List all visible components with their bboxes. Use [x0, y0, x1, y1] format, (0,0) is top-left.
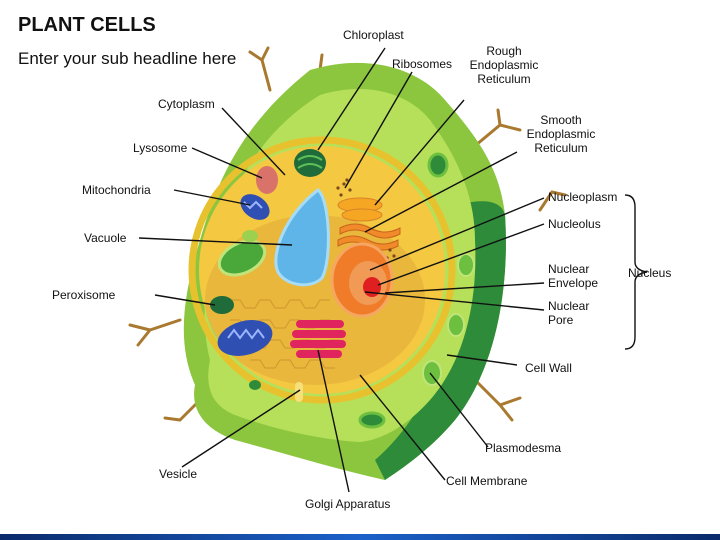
vacuole [274, 188, 330, 287]
label-cell-membrane: Cell Membrane [446, 474, 528, 488]
label-nucleolus: Nucleolus [548, 217, 601, 231]
leader-lines [138, 47, 545, 493]
vesicle [295, 382, 303, 402]
page-title: PLANT CELLS [18, 14, 156, 36]
label-nucleoplasm: Nucleoplasm [548, 190, 618, 204]
smooth-er [337, 197, 383, 222]
label-mitochondria: Mitochondria [82, 183, 151, 197]
chloroplast [294, 149, 326, 177]
footer-bar [0, 534, 720, 540]
label-plasmodesma: Plasmodesma [485, 441, 562, 455]
nucleus-brace [624, 194, 648, 350]
label-nucleus: Nucleus [628, 266, 672, 280]
rough-er [337, 223, 401, 251]
lysosome [256, 166, 278, 194]
label-golgi-apparatus: Golgi Apparatus [305, 497, 391, 511]
label-vacuole: Vacuole [84, 231, 127, 245]
cell-membrane [188, 136, 456, 404]
label-lysosome: Lysosome [133, 141, 188, 155]
nucleus [330, 242, 394, 318]
page-subtitle: Enter your sub headline here [18, 49, 237, 68]
wall-pits [249, 152, 475, 429]
label-chloroplast: Chloroplast [343, 28, 404, 42]
label-vesicle: Vesicle [159, 467, 198, 481]
label-cytoplasm: Cytoplasm [158, 97, 215, 111]
label-cell-wall: Cell Wall [525, 361, 572, 375]
label-peroxisome: Peroxisome [52, 288, 116, 302]
peroxisome [210, 296, 234, 314]
label-ribosomes: Ribosomes [392, 57, 453, 71]
chloroplast-left [217, 230, 267, 277]
mitochondria-large [217, 320, 273, 356]
